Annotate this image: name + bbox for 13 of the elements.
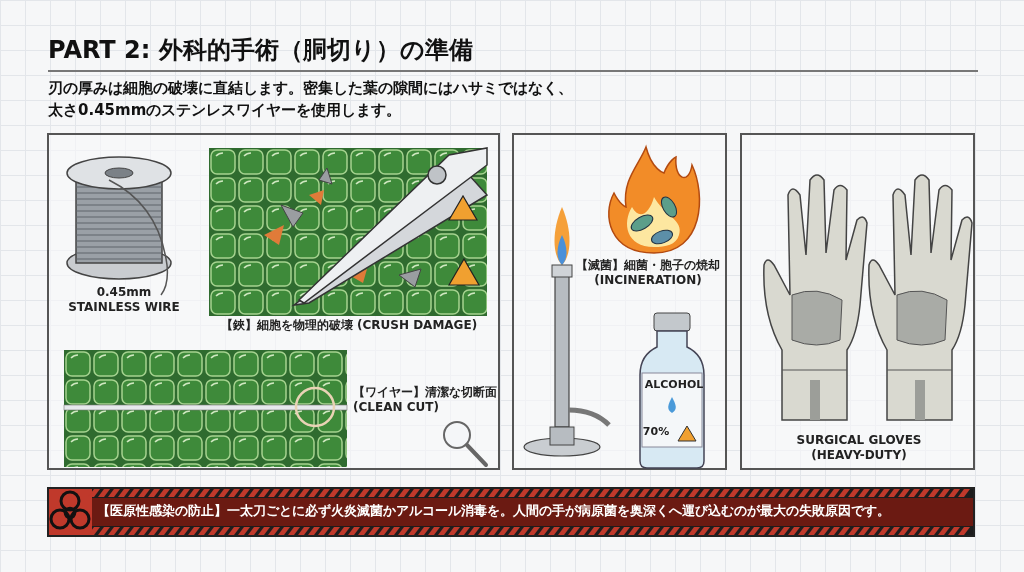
illustration-panel (512, 133, 727, 470)
item-label: 【鋏】細胞を物理的破壊 (CRUSH DAMAGE) (219, 318, 479, 333)
warning-text: 【医原性感染の防止】一太刀ごとに必ず火炎滅菌かアルコール消毒を。人間の手が病原菌を奥深くへ運び込むのが最大の失敗原因です。 (97, 503, 891, 520)
bottle-label: ALCOHOL (643, 378, 705, 392)
illustration-panel (47, 133, 500, 470)
page-title: PART 2: 外科的手術（胴切り）の準備 (48, 35, 473, 66)
item-label: 0.45mm STAINLESS WIRE (67, 285, 181, 315)
intro-paragraph: 刃の厚みは細胞の破壊に直結します。密集した葉の隙間にはハサミではなく、太さ0.45mmのステンレスワイヤーを使用します。 (48, 78, 574, 121)
item-label: SURGICAL GLOVES (HEAVY-DUTY) (795, 433, 923, 463)
illustration-panel (740, 133, 975, 470)
bottle-label: 70% (641, 425, 671, 439)
item-label: 【滅菌】細菌・胞子の焼却 (INCINERATION) (575, 258, 721, 288)
item-label: 【ワイヤー】清潔な切断面 (CLEAN CUT) (353, 385, 498, 415)
